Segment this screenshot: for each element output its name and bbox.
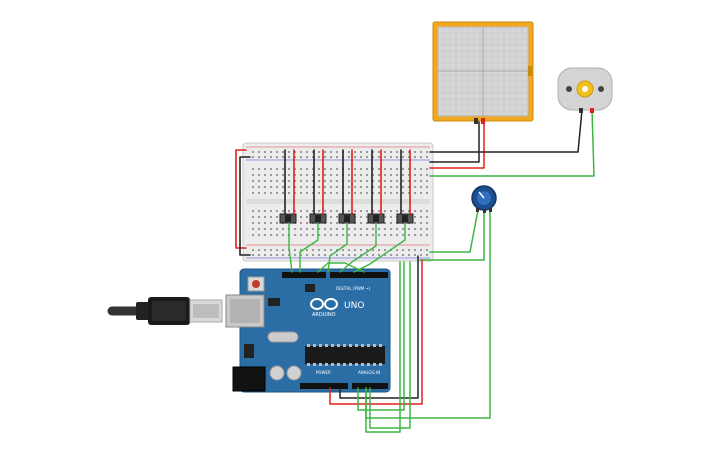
board-brand: ARDUINO — [312, 312, 336, 318]
slide-switch[interactable] — [367, 213, 385, 224]
slide-switch[interactable] — [309, 213, 327, 224]
board-model: UNO — [344, 301, 364, 311]
power-wires[interactable] — [329, 255, 423, 433]
switch-wires[interactable] — [284, 149, 411, 215]
motor-wires[interactable] — [429, 109, 595, 177]
rail-jumpers[interactable] — [235, 149, 251, 256]
analog-pins-label: ANALOG IN — [358, 370, 380, 375]
usb-cable-icon[interactable] — [107, 297, 223, 325]
digital-signal-wires[interactable] — [288, 222, 406, 273]
slide-switch[interactable] — [279, 213, 297, 224]
wires — [235, 109, 595, 433]
power-pins-label: POWER — [316, 370, 331, 375]
arduino-logo-icon — [310, 298, 338, 310]
potentiometer-icon[interactable] — [471, 185, 497, 213]
slide-switch[interactable] — [338, 213, 356, 224]
arduino-uno-board[interactable]: ARDUINO UNO DIGITAL (PWM ~) POWER ANALOG… — [225, 268, 391, 393]
sensor-grid — [437, 26, 529, 116]
dc-motor-icon[interactable] — [557, 67, 613, 113]
force-sensor-icon[interactable] — [432, 21, 534, 124]
breadboard[interactable] — [242, 142, 434, 262]
sensor-wires[interactable] — [429, 120, 485, 169]
slide-switch[interactable] — [396, 213, 414, 224]
digital-pins-label: DIGITAL (PWM ~) — [336, 286, 371, 291]
